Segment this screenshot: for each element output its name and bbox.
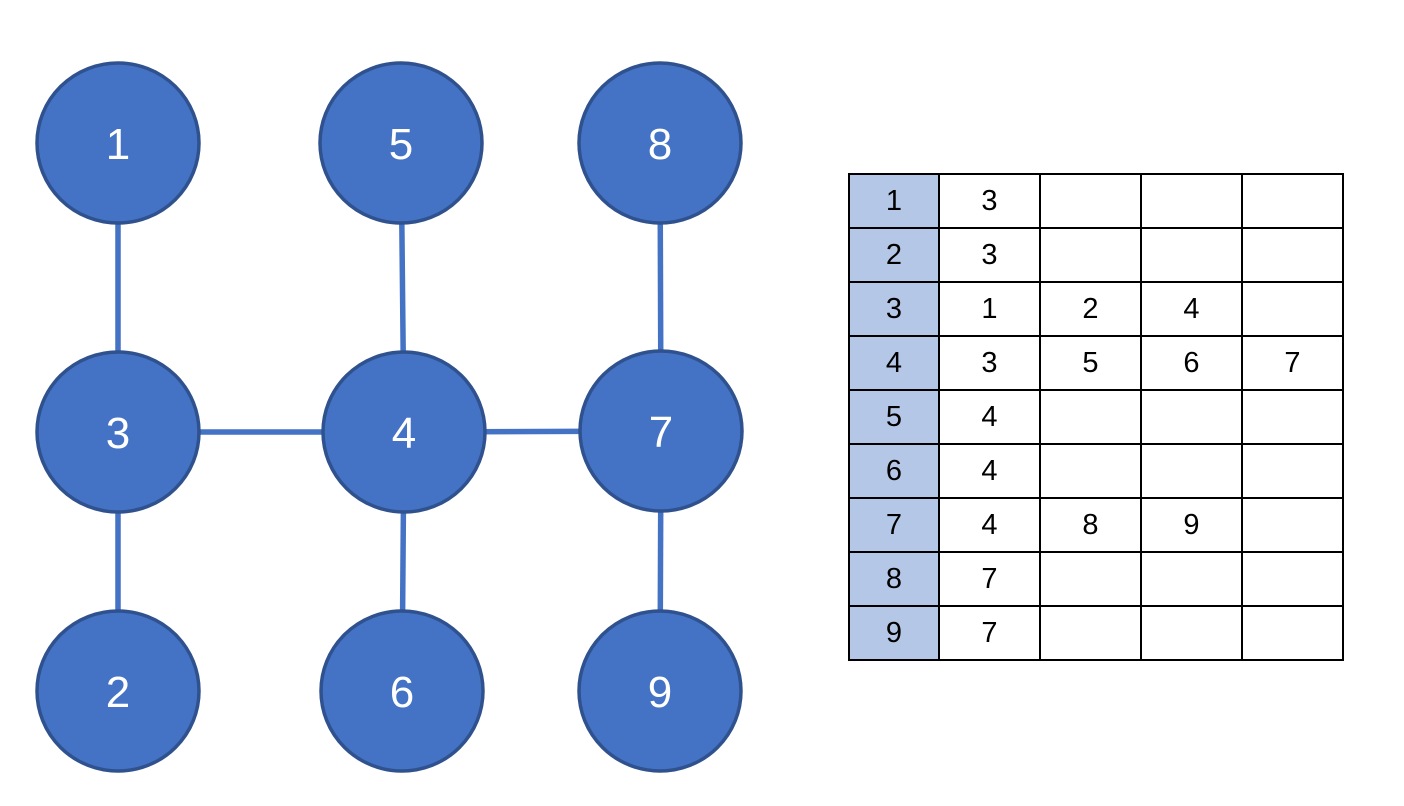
adjacency-cell-9-3	[1140, 605, 1243, 661]
adjacency-cell-9-2	[1039, 605, 1142, 661]
adjacency-cell-8-1: 7	[938, 551, 1041, 607]
adjacency-cell-1-2	[1039, 173, 1142, 229]
adjacency-cell-8-2	[1039, 551, 1142, 607]
adjacency-cell-2-3	[1140, 227, 1243, 283]
graph-node-label-7: 7	[649, 408, 673, 457]
graph-node-label-6: 6	[390, 668, 414, 717]
adjacency-cell-7-4	[1241, 497, 1344, 553]
graph-node-8	[577, 61, 743, 225]
adjacency-cell-5-2	[1039, 389, 1142, 445]
graph-node-7	[578, 349, 744, 513]
graph-node-6	[319, 609, 485, 773]
graph-node-1	[35, 61, 201, 225]
adjacency-cell-5-1: 4	[938, 389, 1041, 445]
adjacency-row-header-9: 9	[848, 605, 940, 661]
adjacency-cell-6-1: 4	[938, 443, 1041, 499]
adjacency-cell-9-1: 7	[938, 605, 1041, 661]
adjacency-row-header-3: 3	[848, 281, 940, 337]
graph-node-label-5: 5	[389, 120, 413, 169]
adjacency-row-header-7: 7	[848, 497, 940, 553]
graph-node-4	[321, 350, 487, 514]
graph-node-label-3: 3	[106, 409, 130, 458]
adjacency-cell-7-3: 9	[1140, 497, 1243, 553]
adjacency-cell-1-4	[1241, 173, 1344, 229]
adjacency-cell-4-1: 3	[938, 335, 1041, 391]
adjacency-cell-4-3: 6	[1140, 335, 1243, 391]
graph-node-9	[577, 609, 743, 773]
adjacency-cell-2-1: 3	[938, 227, 1041, 283]
adjacency-cell-3-4	[1241, 281, 1344, 337]
graph-node-label-4: 4	[392, 409, 416, 458]
adjacency-cell-6-4	[1241, 443, 1344, 499]
adjacency-cell-4-4: 7	[1241, 335, 1344, 391]
adjacency-cell-9-4	[1241, 605, 1344, 661]
graph-node-label-9: 9	[648, 668, 672, 717]
adjacency-cell-6-3	[1140, 443, 1243, 499]
adjacency-cell-3-3: 4	[1140, 281, 1243, 337]
graph-node-5	[318, 61, 484, 225]
adjacency-cell-7-1: 4	[938, 497, 1041, 553]
graph-node-3	[35, 350, 201, 514]
adjacency-cell-5-4	[1241, 389, 1344, 445]
graph-node-2	[35, 609, 201, 773]
graph-node-label-8: 8	[648, 120, 672, 169]
adjacency-row-header-8: 8	[848, 551, 940, 607]
adjacency-row-header-4: 4	[848, 335, 940, 391]
adjacency-cell-4-2: 5	[1039, 335, 1142, 391]
adjacency-cell-1-1: 3	[938, 173, 1041, 229]
adjacency-cell-1-3	[1140, 173, 1243, 229]
adjacency-cell-2-2	[1039, 227, 1142, 283]
adjacency-cell-5-3	[1140, 389, 1243, 445]
adjacency-cell-8-3	[1140, 551, 1243, 607]
adjacency-cell-6-2	[1039, 443, 1142, 499]
adjacency-row-header-2: 2	[848, 227, 940, 283]
adjacency-row-header-6: 6	[848, 443, 940, 499]
adjacency-cell-3-2: 2	[1039, 281, 1142, 337]
graph-node-label-1: 1	[106, 120, 130, 169]
adjacency-cell-3-1: 1	[938, 281, 1041, 337]
adjacency-cell-8-4	[1241, 551, 1344, 607]
adjacency-row-header-1: 1	[848, 173, 940, 229]
adjacency-cell-2-4	[1241, 227, 1344, 283]
adjacency-cell-7-2: 8	[1039, 497, 1142, 553]
adjacency-row-header-5: 5	[848, 389, 940, 445]
graph-node-label-2: 2	[106, 668, 130, 717]
